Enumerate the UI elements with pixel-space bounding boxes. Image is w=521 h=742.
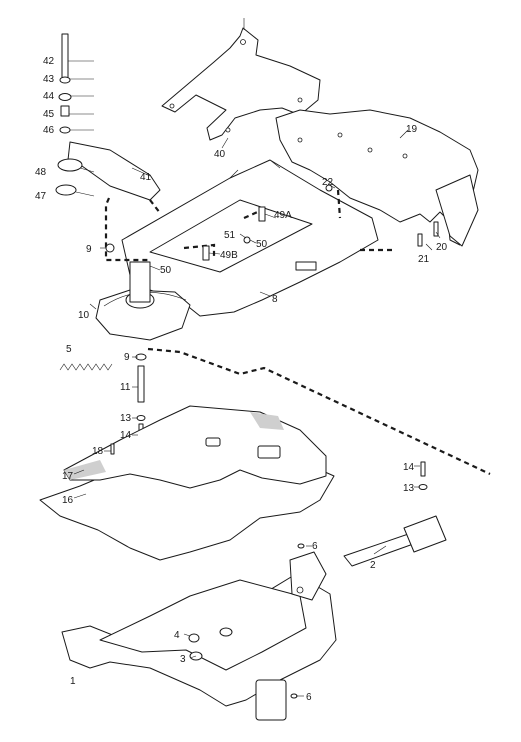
callout-6b: 6	[306, 692, 312, 703]
callout-42: 42	[43, 56, 55, 67]
callout-14a: 14	[120, 430, 132, 441]
main-frame	[61, 573, 337, 721]
callout-4: 4	[174, 630, 180, 641]
callout-14b: 14	[403, 462, 415, 473]
callout-leaders	[68, 60, 441, 697]
steering-arm	[55, 141, 161, 201]
callout-20: 20	[436, 242, 448, 253]
upper-frame	[121, 159, 379, 317]
top-shield-plate	[161, 18, 321, 141]
callout-22: 22	[322, 177, 334, 188]
callout-16: 16	[62, 495, 74, 506]
pivot-bracket	[289, 551, 327, 601]
callout-41: 41	[140, 172, 152, 183]
callout-10: 10	[78, 310, 90, 321]
callout-5: 5	[66, 344, 72, 355]
pivot-pin	[135, 353, 147, 437]
callout-40: 40	[214, 149, 226, 160]
callout-51: 51	[224, 230, 236, 241]
callout-3: 3	[180, 654, 186, 665]
callout-50a: 50	[256, 239, 268, 250]
callout-labels: 42 43 44 45 46 48 47 41 40 19 22 49A 51 …	[35, 56, 448, 703]
pivot-plate	[95, 261, 191, 341]
callout-47: 47	[35, 191, 47, 202]
callout-11: 11	[120, 382, 131, 393]
callout-19: 19	[406, 124, 418, 135]
callout-13a: 13	[120, 413, 132, 424]
callout-50b: 50	[160, 265, 172, 276]
callout-17: 17	[62, 471, 74, 482]
floor-pan	[39, 405, 335, 561]
callout-1: 1	[70, 676, 76, 687]
callout-43: 43	[43, 74, 55, 85]
callout-2: 2	[370, 560, 376, 571]
callout-49a: 49A	[274, 210, 292, 221]
callout-44: 44	[43, 91, 55, 102]
callout-13b: 13	[403, 483, 415, 494]
callout-9a: 9	[86, 244, 92, 255]
callout-8: 8	[272, 294, 278, 305]
stack-hardware	[58, 33, 72, 134]
spring	[59, 363, 113, 371]
rear-cowl	[275, 109, 479, 247]
axle-tube	[343, 515, 447, 567]
callout-46: 46	[43, 125, 55, 136]
callout-6a: 6	[312, 541, 318, 552]
callout-18: 18	[92, 446, 104, 457]
callout-49b: 49B	[220, 250, 238, 261]
callout-48: 48	[35, 167, 47, 178]
callout-21: 21	[418, 254, 430, 265]
callout-9b: 9	[124, 352, 130, 363]
callout-45: 45	[43, 109, 55, 120]
